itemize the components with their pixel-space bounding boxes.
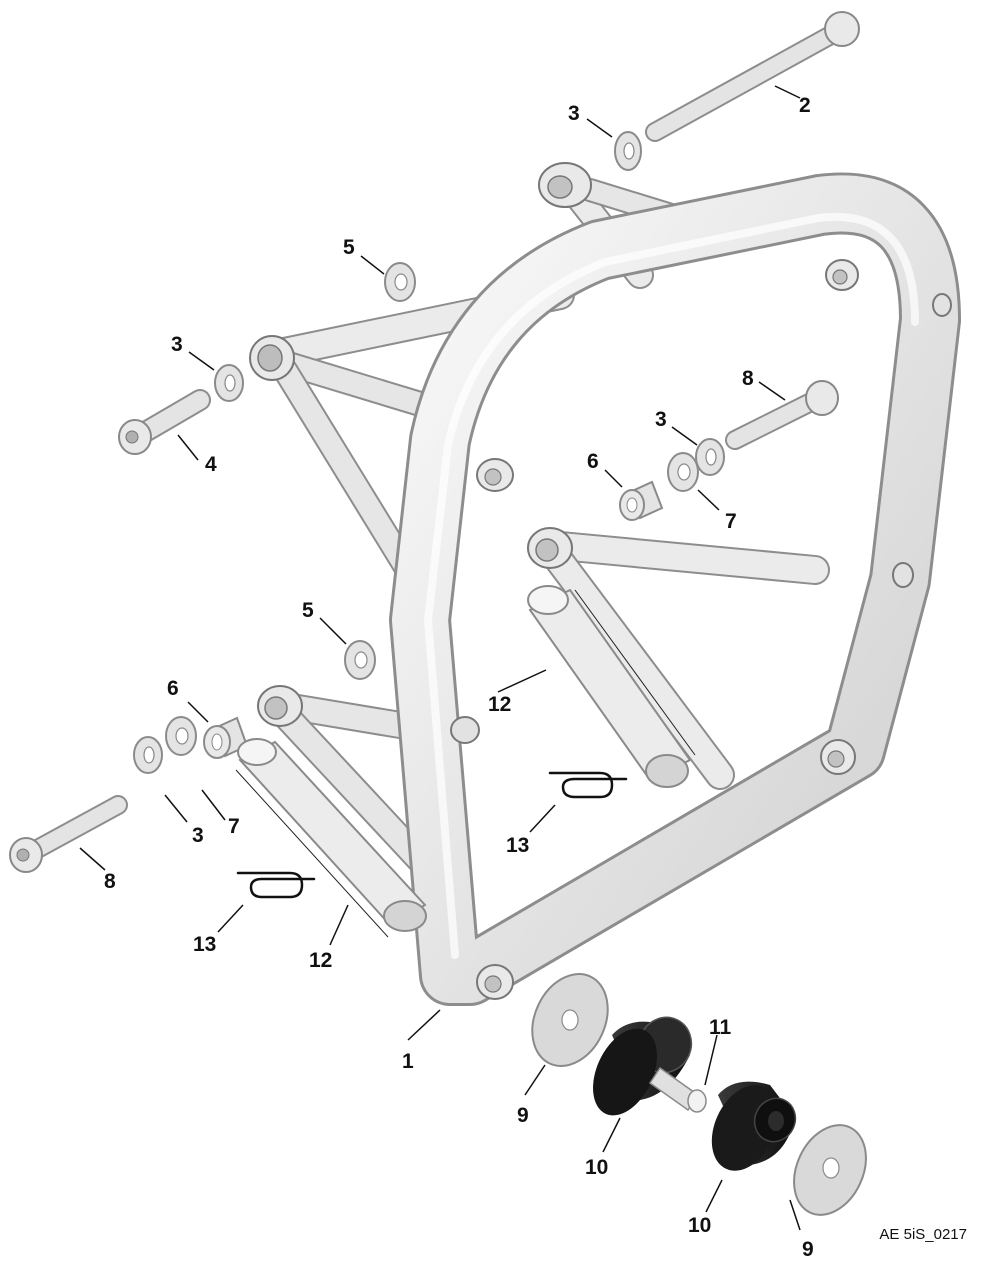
washer-3-left-upper xyxy=(214,364,244,402)
boss-lower-left-pivot xyxy=(257,685,303,727)
boss-frame-top-right xyxy=(825,259,859,291)
rubber-bushing-10-right xyxy=(711,1081,797,1171)
rubber-bushing-10-left xyxy=(593,1016,693,1116)
frame-rear-tubes xyxy=(255,166,830,874)
frame-main-loop xyxy=(389,172,961,1006)
boss-frame-bottom-left xyxy=(476,964,514,1000)
leader-lines xyxy=(79,85,801,1231)
boss-top-pivot xyxy=(538,162,592,208)
callout-10-left: 10 xyxy=(585,1156,608,1179)
washer-9-left xyxy=(531,973,609,1067)
callout-11: 11 xyxy=(709,1016,732,1039)
bolt-4 xyxy=(118,389,211,455)
callouts: 1 2 3 3 3 3 4 5 5 6 6 7 7 8 8 9 9 10 10 … xyxy=(104,94,814,1261)
callout-12-left: 12 xyxy=(309,949,332,972)
washer-7-right xyxy=(667,452,699,492)
callout-8-left: 8 xyxy=(104,870,116,893)
callout-6-left: 6 xyxy=(167,677,179,700)
callout-3-left-upper: 3 xyxy=(171,333,183,356)
washer-5-upper xyxy=(384,262,416,302)
boss-upper-left-pivot xyxy=(249,335,295,381)
boss-frame-top-stub xyxy=(932,293,952,317)
callout-2: 2 xyxy=(799,94,811,117)
grease-symbol-left xyxy=(236,871,316,899)
callout-4: 4 xyxy=(205,453,217,476)
boss-frame-bottom-right xyxy=(820,739,856,775)
sleeve-12-right xyxy=(527,585,696,788)
boss-frame-left xyxy=(476,458,514,492)
long-bolt-part xyxy=(645,11,860,142)
washer-3-left-lower xyxy=(133,736,163,774)
frame-bosses xyxy=(249,162,952,1000)
callout-3-right: 3 xyxy=(655,408,667,431)
boss-frame-side-stub xyxy=(450,716,480,744)
callout-7-right: 7 xyxy=(725,510,737,533)
sleeve-12-left xyxy=(235,738,427,938)
callout-7-left: 7 xyxy=(228,815,240,838)
callout-10-right: 10 xyxy=(688,1214,711,1237)
callout-9-right: 9 xyxy=(802,1238,814,1261)
washer-3-top xyxy=(614,131,642,171)
callout-8-right: 8 xyxy=(742,367,754,390)
washer-7-left xyxy=(165,716,197,756)
callout-13-right: 13 xyxy=(506,834,529,857)
grease-symbol-right xyxy=(548,771,628,799)
callout-5-upper: 5 xyxy=(343,236,355,259)
sleeve-11 xyxy=(648,1066,707,1113)
drawing-reference-code: AE 5iS_0217 xyxy=(879,1226,967,1243)
bolt-8-left xyxy=(9,795,128,873)
callout-3-left-lower: 3 xyxy=(192,824,204,847)
callout-6-right: 6 xyxy=(587,450,599,473)
callout-12-right: 12 xyxy=(488,693,511,716)
washer-5-lower xyxy=(344,640,376,680)
spacer-6-right xyxy=(619,480,664,521)
washer-9-right xyxy=(793,1124,867,1216)
callout-1: 1 xyxy=(402,1050,414,1073)
washer-3-right xyxy=(695,438,725,476)
boss-inner-right-pivot xyxy=(527,527,573,569)
callout-5-lower: 5 xyxy=(302,599,314,622)
callout-9-left: 9 xyxy=(517,1104,529,1127)
frame-part xyxy=(249,162,961,1006)
bolt-8-right xyxy=(725,380,839,450)
callout-3-top: 3 xyxy=(568,102,580,125)
callout-13-left: 13 xyxy=(193,933,216,956)
boss-frame-right-stub xyxy=(892,562,914,588)
